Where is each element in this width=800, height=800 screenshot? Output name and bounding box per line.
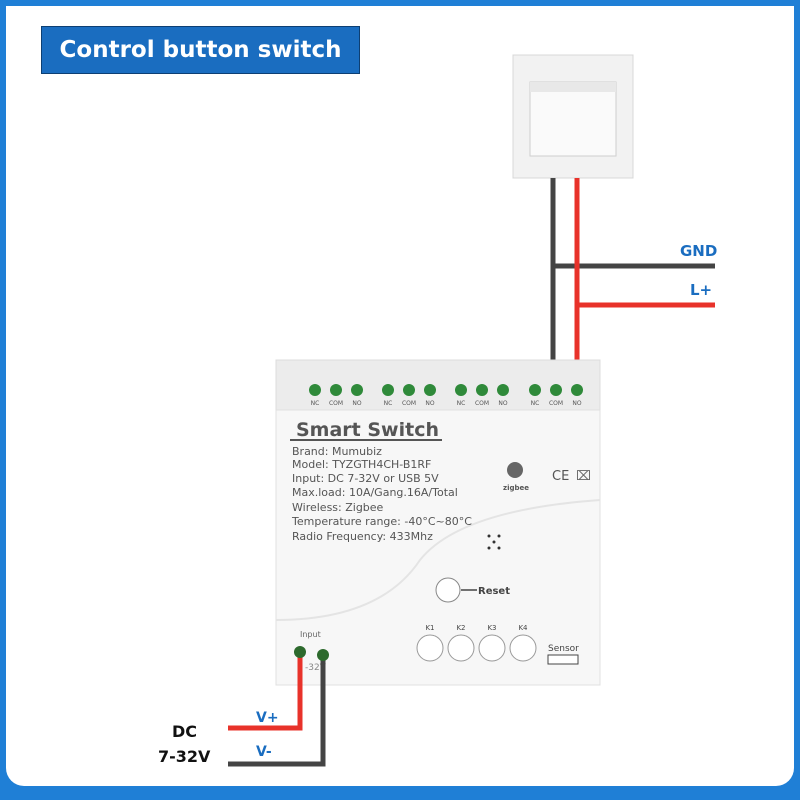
- label-lplus: L+: [690, 281, 712, 299]
- reset-button[interactable]: [435, 577, 461, 603]
- terminal-label: NO: [572, 400, 581, 407]
- terminal-screw: [403, 384, 415, 396]
- sensor-label: Sensor: [548, 644, 579, 654]
- key-button[interactable]: [416, 634, 444, 662]
- ce-mark: CE: [552, 469, 569, 484]
- spec-line: Max.load: 10A/Gang.16A/Total: [292, 486, 458, 499]
- terminal-screw: [351, 384, 363, 396]
- page-title: Control button switch: [41, 26, 360, 74]
- terminal-screw: [424, 384, 436, 396]
- label-dc: DC: [172, 722, 197, 741]
- terminal-label: COM: [329, 400, 343, 407]
- wire-lplus: [574, 178, 715, 388]
- zigbee-label: zigbee: [503, 484, 529, 492]
- spec-line: Model: TYZGTH4CH-B1RF: [292, 458, 431, 471]
- wire-vplus: [228, 652, 303, 731]
- terminal-label: NO: [425, 400, 434, 407]
- terminal-label: COM: [549, 400, 563, 407]
- terminal-screw: [309, 384, 321, 396]
- device-name: Smart Switch: [296, 419, 439, 441]
- terminal-label: NO: [498, 400, 507, 407]
- key-label: K1: [425, 624, 434, 632]
- label-gnd: GND: [680, 242, 717, 260]
- terminal-label: COM: [402, 400, 416, 407]
- terminal-screw: [497, 384, 509, 396]
- terminal-label: NO: [352, 400, 361, 407]
- terminal-label: NC: [384, 400, 393, 407]
- terminal-label: NC: [531, 400, 540, 407]
- key-label: K4: [518, 624, 528, 632]
- key-button[interactable]: [509, 634, 537, 662]
- spec-line: Wireless: Zigbee: [292, 501, 384, 514]
- key-button[interactable]: [478, 634, 506, 662]
- terminal-screw: [550, 384, 562, 396]
- sensor-port: [547, 654, 579, 665]
- weee-icon: ⌧: [576, 469, 591, 484]
- smart-switch-device: NC COM NO NC COM NO NC COM NO NC COM NO Smart Switc…: [275, 359, 601, 686]
- wire-gnd: [550, 178, 715, 388]
- label-vplus: V+: [256, 710, 279, 726]
- spec-line: Input: DC 7-32V or USB 5V: [292, 472, 439, 485]
- input-label: Input: [300, 630, 321, 639]
- terminal-label: NC: [457, 400, 466, 407]
- terminal-screw: [529, 384, 541, 396]
- spec-line: Radio Frequency: 433Mhz: [292, 530, 433, 543]
- terminal-screw: [571, 384, 583, 396]
- key-button[interactable]: [447, 634, 475, 662]
- wall-switch: [512, 54, 634, 179]
- reset-label: Reset: [478, 586, 510, 597]
- terminal-screw: [476, 384, 488, 396]
- input-mark: -32V: [305, 663, 327, 673]
- wire-vminus: [228, 655, 326, 767]
- spec-line: Brand: Mumubiz: [292, 445, 382, 458]
- key-label: K3: [487, 624, 496, 632]
- spec-line: Temperature range: -40°C~80°C: [291, 515, 472, 528]
- terminal-screw: [382, 384, 394, 396]
- terminal-screw: [455, 384, 467, 396]
- label-dc-range: 7-32V: [158, 747, 211, 766]
- terminal-label: NC: [311, 400, 320, 407]
- terminal-label: COM: [475, 400, 489, 407]
- label-vminus: V-: [256, 744, 272, 760]
- zigbee-icon: [507, 462, 523, 478]
- speaker-holes-icon: [487, 534, 501, 550]
- terminal-screw: [330, 384, 342, 396]
- key-label: K2: [456, 624, 465, 632]
